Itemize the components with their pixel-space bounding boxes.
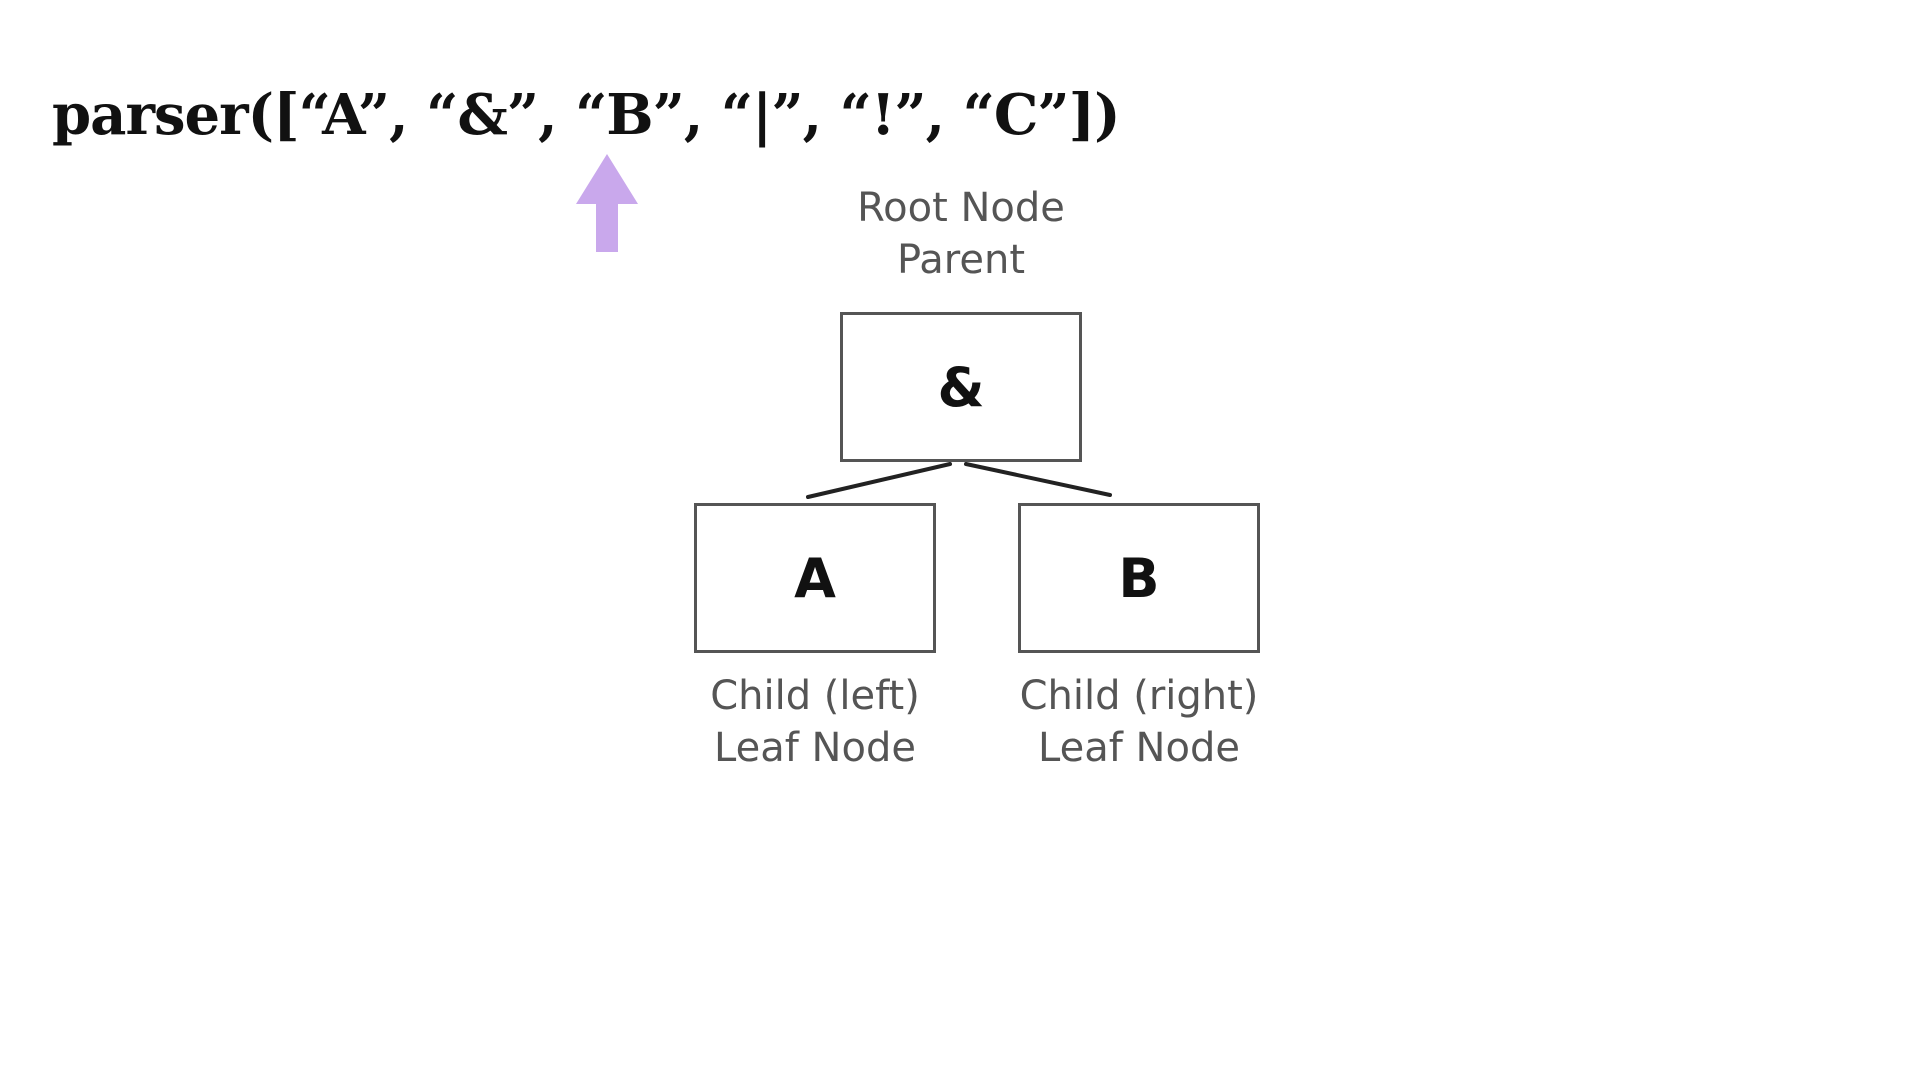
right-child-caption: Child (right) Leaf Node [979,670,1299,774]
left-child-label: Child (left) [710,673,920,719]
root-node-label: Root Node [857,185,1065,231]
left-leaf-label: Leaf Node [714,725,916,771]
edge-root-right [964,462,1112,497]
right-child-label: Child (right) [1019,673,1259,719]
root-node-symbol: & [937,355,985,419]
right-child-symbol: B [1118,546,1160,610]
root-parent-label: Parent [896,237,1026,283]
left-child-node: A [694,503,936,653]
up-arrow-icon [576,154,638,252]
left-child-caption: Child (left) Leaf Node [665,670,965,774]
left-child-symbol: A [794,546,836,610]
right-leaf-label: Leaf Node [1038,725,1240,771]
root-node-caption: Root Node Parent [811,182,1111,286]
edge-root-left [806,462,952,499]
code-expression: parser([“A”, “&”, “B”, “|”, “!”, “C”]) [52,82,1121,148]
root-node: & [840,312,1082,462]
right-child-node: B [1018,503,1260,653]
arrow-head [576,154,638,252]
